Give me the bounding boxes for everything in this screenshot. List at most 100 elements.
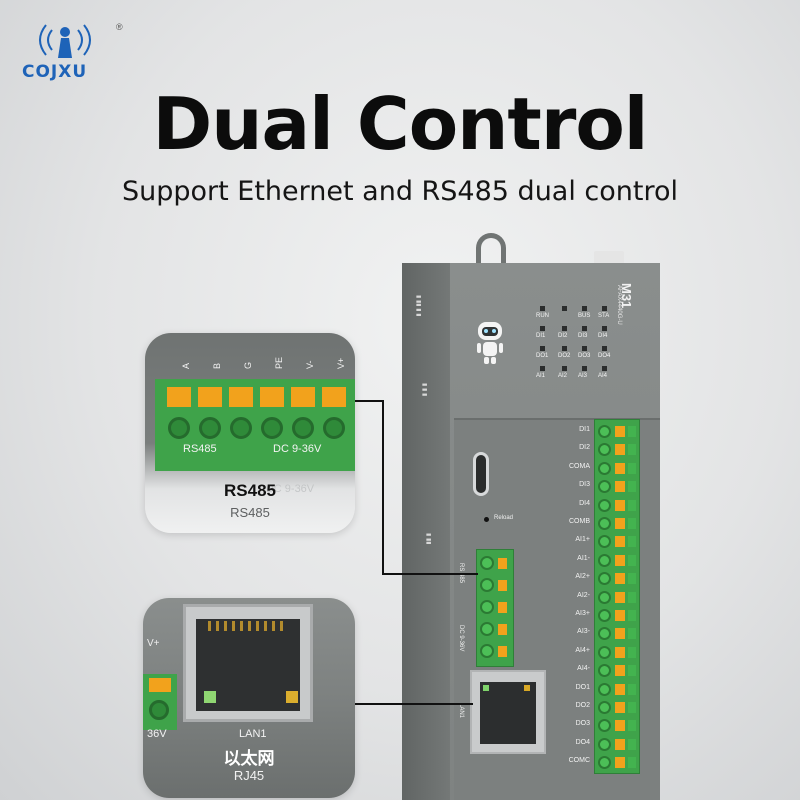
terminal-screw[interactable] [598, 425, 611, 438]
callout-lan-label: LAN1 [239, 728, 267, 740]
terminal-lever[interactable] [615, 738, 625, 750]
led-label: BUS [578, 313, 591, 319]
terminal-lever[interactable] [615, 702, 625, 713]
rj45-port[interactable] [470, 670, 546, 754]
activity-led [286, 691, 298, 703]
terminal-screw[interactable] [480, 578, 494, 592]
status-led [540, 326, 545, 331]
pin-label: PE [274, 356, 284, 369]
terminal-screw[interactable] [598, 480, 611, 494]
led-label: DI2 [558, 333, 568, 339]
io-terminal-block[interactable] [594, 419, 640, 774]
status-led [582, 306, 587, 311]
terminal-lever[interactable] [615, 481, 625, 493]
terminal-label: COMC [568, 757, 590, 765]
terminal-lever[interactable] [498, 602, 507, 613]
callout-title: RS485 [224, 481, 276, 500]
terminal-lever[interactable] [615, 573, 625, 585]
terminal-label: AI3- [577, 628, 590, 636]
terminal-screw[interactable] [598, 498, 611, 512]
terminal-lever[interactable] [615, 462, 625, 474]
terminal-screw[interactable] [598, 535, 611, 549]
terminal-label: DO4 [575, 738, 590, 746]
terminal-label: AI4- [577, 665, 590, 673]
terminal-lever[interactable] [615, 610, 625, 621]
terminal-screw[interactable] [598, 664, 611, 678]
terminal-label: COMB [569, 518, 590, 525]
usb-c-port[interactable] [473, 452, 489, 496]
terminal-lever[interactable] [615, 536, 625, 548]
terminal-screw [292, 417, 314, 439]
led-label: DO3 [578, 353, 591, 359]
terminal-screw[interactable] [480, 644, 494, 658]
terminal-lever [291, 387, 315, 407]
terminal-screw[interactable] [480, 622, 494, 636]
terminal-screw[interactable] [598, 682, 611, 696]
terminal-lever[interactable] [498, 624, 507, 635]
rs485-power-terminal[interactable] [476, 549, 514, 667]
status-led [540, 306, 545, 311]
terminal-lever[interactable] [615, 499, 625, 511]
callout-side-terminal [143, 674, 177, 730]
terminal-slot [628, 573, 636, 585]
reload-button[interactable] [484, 517, 489, 522]
terminal-screw[interactable] [598, 609, 611, 622]
terminal-slot [628, 499, 636, 511]
terminal-lever[interactable] [615, 757, 625, 769]
terminal-label: COMA [569, 462, 590, 470]
terminal-lever[interactable] [615, 426, 625, 437]
status-led [540, 366, 545, 371]
terminal-screw[interactable] [598, 756, 611, 770]
leader-line [355, 703, 473, 705]
terminal-label: DI2 [579, 444, 590, 452]
terminal-screw[interactable] [598, 572, 611, 586]
terminal-lever [322, 387, 346, 407]
terminal-screw [323, 417, 345, 439]
terminal-screw[interactable] [598, 517, 611, 530]
terminal-slot [628, 646, 636, 658]
terminal-lever[interactable] [615, 518, 625, 529]
status-led [562, 366, 567, 371]
terminal-screw[interactable] [598, 443, 611, 457]
terminal-slot [628, 518, 636, 529]
terminal-screw[interactable] [598, 719, 611, 733]
status-led [602, 366, 607, 371]
status-led [582, 326, 587, 331]
terminal-label: DI4 [579, 499, 590, 507]
terminal-screw[interactable] [480, 556, 494, 570]
terminal-screw[interactable] [598, 645, 611, 659]
terminal-screw[interactable] [480, 600, 494, 614]
terminal-lever[interactable] [498, 558, 507, 569]
terminal-lever[interactable] [615, 628, 625, 640]
device-side [402, 263, 450, 800]
terminal-screw[interactable] [598, 590, 611, 604]
terminal-lever[interactable] [615, 554, 625, 566]
led-label: DO1 [536, 353, 549, 359]
status-led [582, 366, 587, 371]
terminal-lever[interactable] [615, 646, 625, 658]
terminal-lever[interactable] [498, 580, 507, 591]
terminal-lever [167, 387, 191, 407]
terminal-screw[interactable] [598, 627, 611, 641]
callout-terminal-block [155, 379, 355, 471]
brand-logo: ® COJXU [22, 18, 132, 88]
terminal-lever[interactable] [615, 683, 625, 695]
terminal-screw[interactable] [598, 701, 611, 714]
terminal-lever[interactable] [615, 665, 625, 677]
terminal-screw[interactable] [598, 553, 611, 567]
terminal-label: DO2 [575, 702, 590, 709]
callout-side-label: 36V [147, 728, 167, 740]
side-marking: ▮ ▮▮ [425, 533, 431, 545]
terminal-lever [260, 387, 284, 407]
terminal-screw[interactable] [598, 461, 611, 475]
terminal-lever[interactable] [615, 720, 625, 732]
terminal-lever[interactable] [615, 444, 625, 456]
terminal-lever[interactable] [615, 591, 625, 603]
led-label: DI1 [536, 333, 546, 339]
terminal-lever[interactable] [498, 646, 507, 657]
terminal-screw [230, 417, 252, 439]
side-marking: ▮ ▮ ▮ [421, 383, 427, 397]
terminal-screw[interactable] [598, 737, 611, 751]
status-led [602, 306, 607, 311]
activity-led [524, 685, 530, 691]
